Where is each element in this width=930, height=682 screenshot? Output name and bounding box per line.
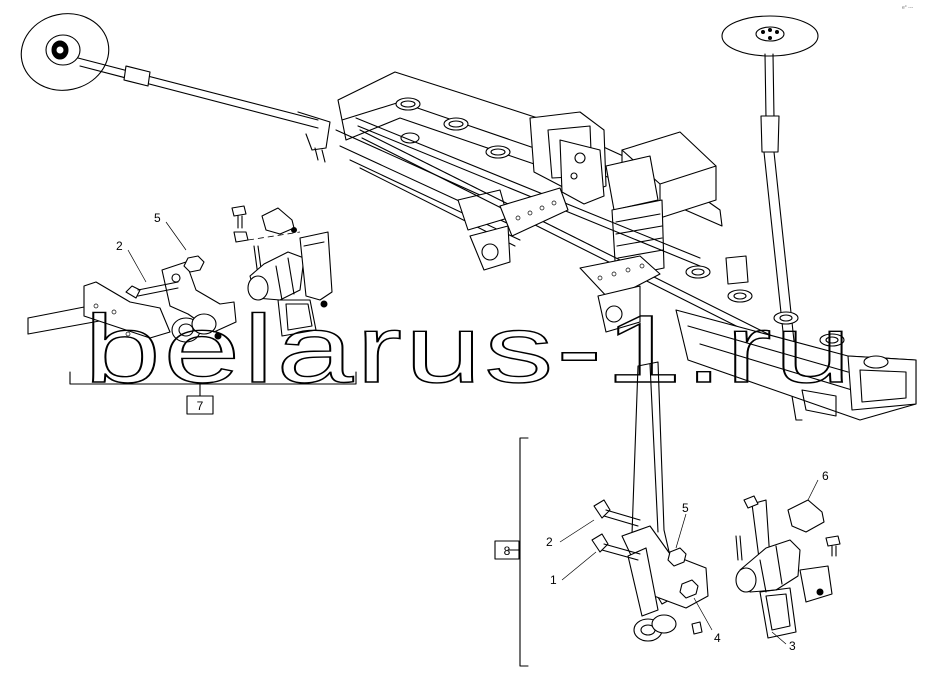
callout-left-5: 5 bbox=[154, 211, 161, 225]
corner-mark: e° --- bbox=[902, 5, 913, 11]
bracket-holes-a bbox=[515, 200, 557, 221]
callout-right-6: 6 bbox=[822, 469, 829, 483]
group-label-8: 8 bbox=[504, 544, 511, 558]
right-steering-wheel bbox=[721, 15, 819, 57]
callout-right-1: 1 bbox=[550, 573, 557, 587]
group-label-box-8 bbox=[494, 540, 520, 560]
callouts bbox=[127, 221, 819, 645]
detail-group-8 bbox=[507, 361, 841, 667]
main-frame bbox=[335, 71, 917, 421]
callout-right-4: 4 bbox=[714, 631, 721, 645]
watermark-text: belarus-1.ru bbox=[84, 296, 854, 403]
bracket-holes-b bbox=[597, 263, 645, 281]
callout-right-5: 5 bbox=[682, 501, 689, 515]
group-label-box-7 bbox=[186, 395, 214, 415]
callout-right-2: 2 bbox=[546, 535, 553, 549]
callout-right-3: 3 bbox=[789, 639, 796, 653]
group-label-7: 7 bbox=[197, 399, 204, 413]
detail-group-7 bbox=[27, 205, 357, 397]
left-steering-wheel bbox=[20, 13, 110, 91]
left-steering-shaft bbox=[77, 57, 331, 163]
callout-left-2: 2 bbox=[116, 239, 123, 253]
